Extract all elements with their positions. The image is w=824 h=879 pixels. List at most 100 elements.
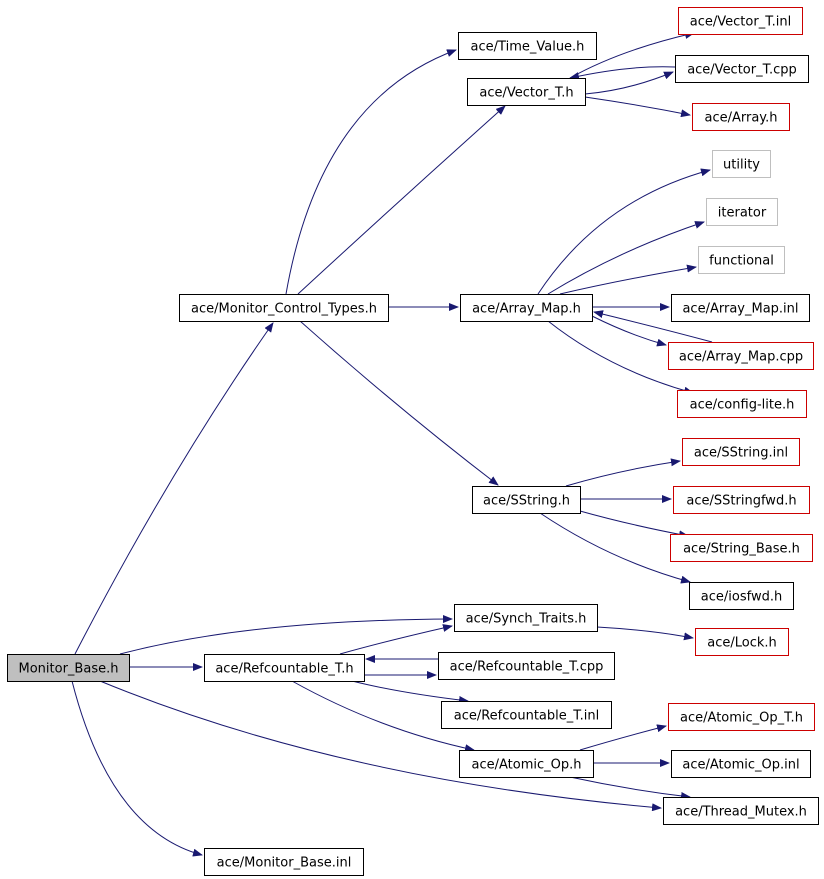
node-label: ace/Array.h [704,111,777,126]
edge-atomic-op-h-to-atomic-op-t-h [579,724,667,751]
edge-vector-t-cpp-to-vector-t-h [569,66,676,81]
edge-monitor-base-h-to-synch-traits-h [119,615,453,655]
node-sstring-inl[interactable]: ace/SString.inl [682,438,800,466]
node-box [712,150,771,178]
node-label: ace/Refcountable_T.cpp [450,660,604,675]
node-label: ace/SString.inl [694,446,788,461]
node-label: ace/String_Base.h [683,542,800,557]
node-lock-h[interactable]: ace/Lock.h [695,628,789,656]
edge-array-map-h-to-iterator [547,221,705,295]
node-label: ace/Vector_T.h [479,86,573,101]
node-box [675,55,809,83]
node-label: ace/Monitor_Base.inl [217,856,352,871]
node-label: ace/SString.h [483,494,570,509]
edge-sstring-h-to-string-base-h [579,510,689,539]
node-label: iterator [718,206,767,221]
node-label: ace/Atomic_Op.inl [682,758,799,773]
node-box [678,7,803,35]
node-iterator[interactable]: iterator [706,198,778,226]
edge-monitor-control-types-h-to-time-value-h [285,49,457,295]
edge-array-map-h-to-utility [537,168,711,295]
node-box [204,654,365,682]
node-box [698,246,785,274]
node-label: ace/Refcountable_T.inl [454,709,600,724]
node-label: ace/Array_Map.h [472,302,581,317]
node-array-map-inl[interactable]: ace/Array_Map.inl [671,294,810,322]
node-array-map-cpp[interactable]: ace/Array_Map.cpp [668,342,814,370]
edge-monitor-base-h-to-monitor-control-types-h [74,322,274,655]
node-label: ace/SStringfwd.h [686,494,796,509]
node-array-map-h[interactable]: ace/Array_Map.h [460,294,593,322]
node-label: utility [723,158,760,173]
node-box [706,198,778,226]
edge-array-map-h-to-config-lite-h [547,320,694,395]
node-label: ace/Time_Value.h [471,40,585,55]
node-atomic-op-t-h[interactable]: ace/Atomic_Op_T.h [668,703,815,731]
node-box [472,486,581,514]
node-vector-t-cpp[interactable]: ace/Vector_T.cpp [675,55,809,83]
edge-monitor-control-types-h-to-vector-t-h [297,105,506,295]
node-monitor-base-inl[interactable]: ace/Monitor_Base.inl [204,848,364,876]
node-box [663,797,819,825]
node-box [673,486,810,514]
node-box [467,78,586,106]
node-label: ace/Monitor_Control_Types.h [191,302,377,317]
node-box [670,534,813,562]
node-label: ace/Refcountable_T.h [215,662,353,677]
edge-array-map-h-to-array-map-cpp [591,315,667,347]
node-box [689,582,794,610]
edges-layer [71,31,713,857]
edge-sstring-h-to-sstring-inl [565,458,681,487]
node-label: ace/Vector_T.inl [690,15,791,30]
node-box [671,750,811,778]
node-atomic-op-inl[interactable]: ace/Atomic_Op.inl [671,750,811,778]
node-box [441,701,612,729]
node-box [454,604,598,632]
node-label: ace/iosfwd.h [701,590,782,605]
node-thread-mutex-h[interactable]: ace/Thread_Mutex.h [663,797,819,825]
node-config-lite-h[interactable]: ace/config-lite.h [677,390,807,418]
edge-refcountable-t-h-to-refcountable-t-inl [351,680,469,704]
node-label: ace/config-lite.h [690,398,795,413]
node-box [204,848,364,876]
node-label: ace/Atomic_Op_T.h [680,711,803,726]
node-refcountable-t-cpp[interactable]: ace/Refcountable_T.cpp [438,652,615,680]
node-box [179,294,389,322]
node-time-value-h[interactable]: ace/Time_Value.h [458,32,597,60]
node-label: ace/Thread_Mutex.h [675,805,807,820]
node-label: ace/Vector_T.cpp [687,63,797,78]
node-sstringfwd-h[interactable]: ace/SStringfwd.h [673,486,810,514]
node-vector-t-h[interactable]: ace/Vector_T.h [467,78,586,106]
edge-refcountable-t-h-to-synch-traits-h [339,624,453,655]
node-label: ace/Array_Map.cpp [679,350,803,365]
node-box [692,103,790,131]
node-refcountable-t-h[interactable]: ace/Refcountable_T.h [204,654,365,682]
edge-array-map-h-to-functional [559,264,697,295]
edge-vector-t-h-to-array-h [584,96,691,118]
node-refcountable-t-inl[interactable]: ace/Refcountable_T.inl [441,701,612,729]
node-monitor-control-types-h[interactable]: ace/Monitor_Control_Types.h [179,294,389,322]
node-box [438,652,615,680]
node-box [695,628,789,656]
edge-sstring-h-to-iosfwd-h [539,512,691,584]
node-functional[interactable]: functional [698,246,785,274]
node-string-base-h[interactable]: ace/String_Base.h [670,534,813,562]
node-sstring-h[interactable]: ace/SString.h [472,486,581,514]
node-array-h[interactable]: ace/Array.h [692,103,790,131]
node-label: ace/Array_Map.inl [682,302,798,317]
edge-vector-t-h-to-vector-t-cpp [584,71,674,95]
node-monitor-base-h[interactable]: Monitor_Base.h [7,654,130,682]
node-box [682,438,800,466]
node-label: ace/Synch_Traits.h [466,612,587,627]
node-box [668,342,814,370]
node-utility[interactable]: utility [712,150,771,178]
node-box [459,750,594,778]
node-iosfwd-h[interactable]: ace/iosfwd.h [689,582,794,610]
edge-monitor-control-types-h-to-sstring-h [299,320,499,486]
node-atomic-op-h[interactable]: ace/Atomic_Op.h [459,750,594,778]
node-label: Monitor_Base.h [19,662,119,677]
node-vector-t-inl[interactable]: ace/Vector_T.inl [678,7,803,35]
node-label: ace/Lock.h [707,636,777,651]
node-synch-traits-h[interactable]: ace/Synch_Traits.h [454,604,598,632]
